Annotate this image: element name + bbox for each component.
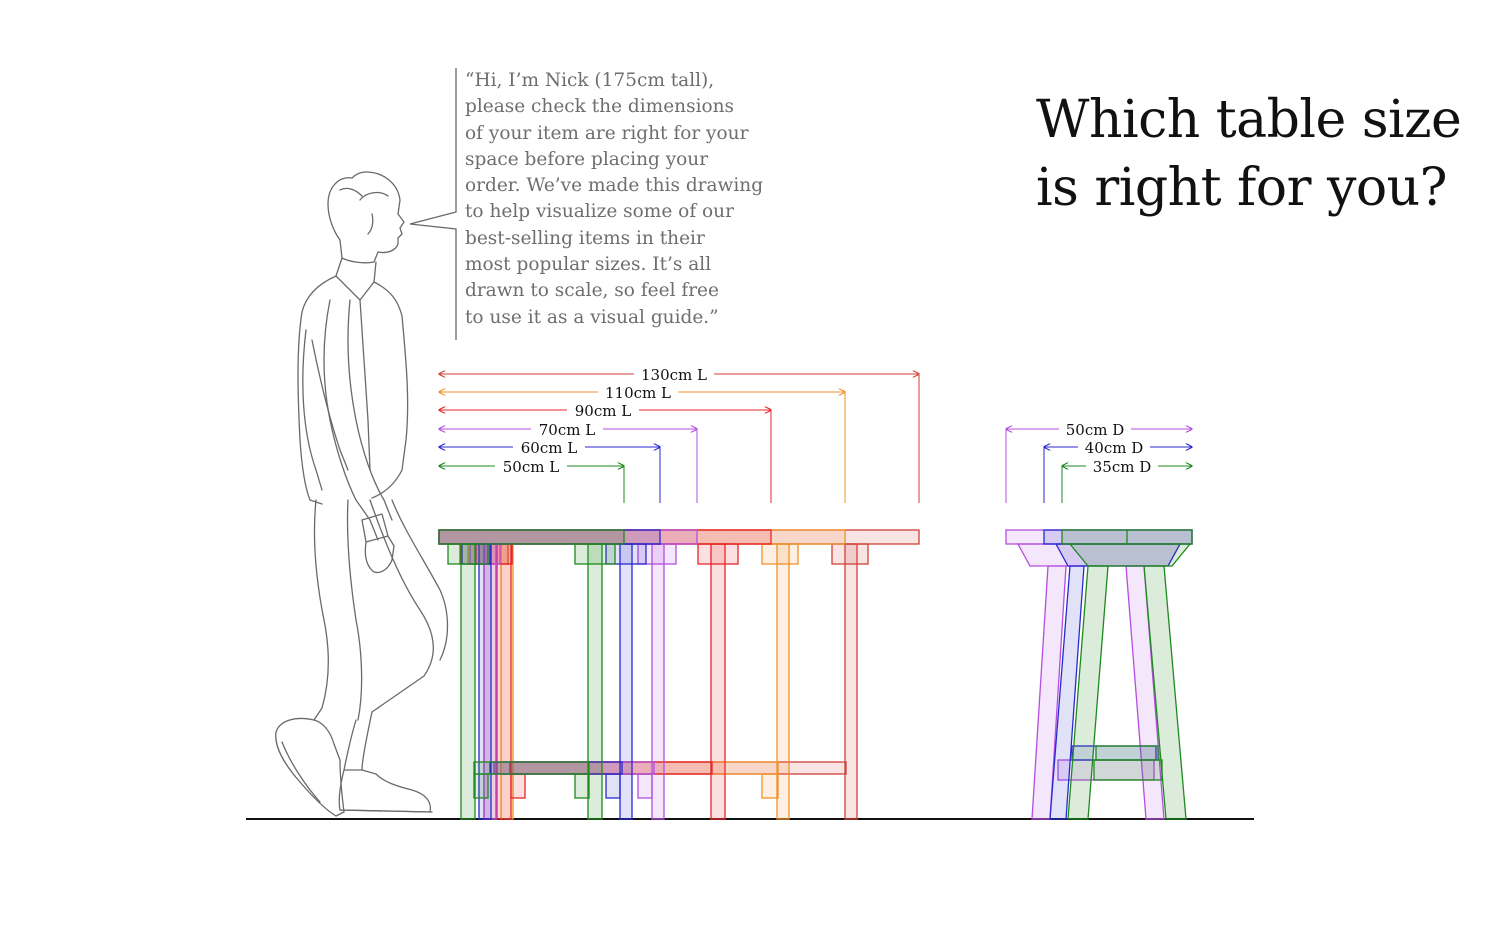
quote-line: most popular sizes. It’s all [465, 254, 712, 276]
length-dimensions: 130cm L 110cm L 90cm L 70cm L [439, 365, 919, 503]
side-view-tables [1005, 529, 1193, 820]
dimension-label: 35cm D [1093, 458, 1152, 476]
dimension-label: 40cm D [1085, 439, 1144, 457]
dimension-label: 50cm D [1066, 421, 1125, 439]
dimension-130cm-l: 130cm L [439, 365, 919, 503]
side-table-35cm-d [1061, 529, 1193, 820]
dimension-label: 60cm L [521, 439, 577, 457]
quote-line: to use it as a visual guide.” [465, 306, 719, 328]
dimension-60cm-l: 60cm L [439, 438, 660, 503]
dimension-90cm-l: 90cm L [439, 401, 771, 503]
quote-line: drawn to scale, so feel free [465, 280, 719, 302]
depth-dimensions: 50cm D 40cm D 35cm D [1006, 420, 1192, 503]
table-110cm [438, 529, 846, 820]
person-silhouette [275, 171, 449, 817]
dimension-50cm-l: 50cm L [439, 457, 624, 503]
table-60cm [438, 529, 661, 820]
quote-line: please check the dimensions [465, 96, 735, 118]
dimension-40cm-d: 40cm D [1044, 438, 1192, 503]
quote-line: to help visualize some of our [465, 201, 734, 223]
dimension-35cm-d: 35cm D [1062, 457, 1192, 503]
dimension-label: 130cm L [641, 366, 707, 384]
dimension-label: 70cm L [539, 421, 595, 439]
dimension-50cm-d: 50cm D [1006, 420, 1192, 503]
speech-pointer [409, 68, 457, 340]
dimension-110cm-l: 110cm L [439, 383, 845, 503]
dimension-70cm-l: 70cm L [439, 420, 697, 503]
title-line-2: is right for you? [1036, 158, 1448, 218]
quote-line: “Hi, I’m Nick (175cm tall), [465, 70, 715, 91]
quote-line: space before placing your [465, 148, 709, 170]
nick-speech-bubble: “Hi, I’m Nick (175cm tall), please check… [465, 68, 805, 331]
dimension-label: 90cm L [575, 402, 631, 420]
front-view-tables [438, 529, 920, 820]
title-line-1: Which table size [1036, 90, 1462, 150]
page-title: Which table size is right for you? [1036, 86, 1476, 222]
dimension-label: 50cm L [503, 458, 559, 476]
quote-line: of your item are right for your [465, 122, 749, 144]
quote-line: order. We’ve made this drawing [465, 175, 764, 197]
dimension-label: 110cm L [605, 384, 671, 402]
quote-line: best-selling items in their [465, 227, 705, 249]
table-50cm [438, 529, 625, 820]
